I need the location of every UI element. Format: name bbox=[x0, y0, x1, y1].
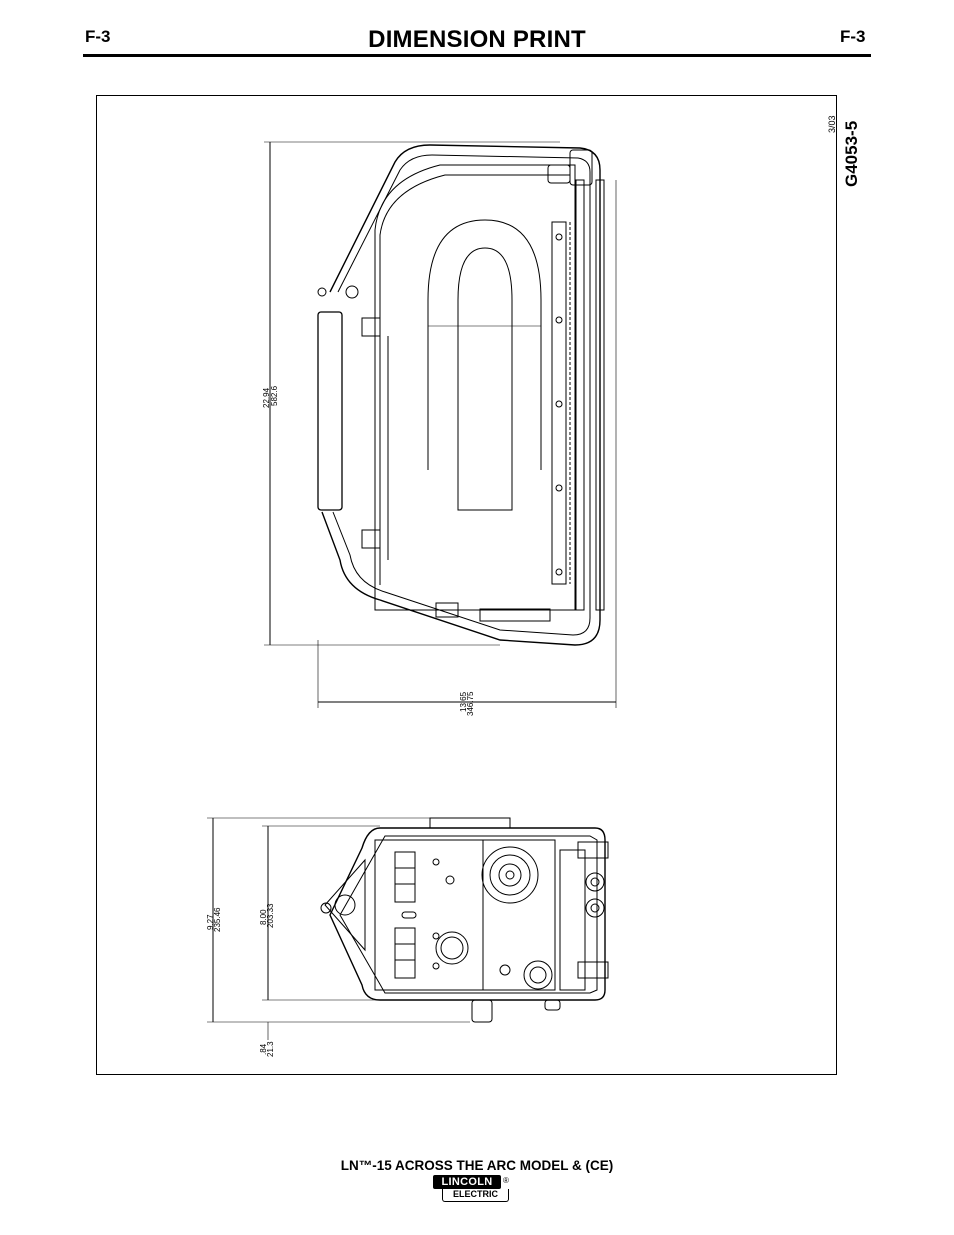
front-view bbox=[207, 817, 609, 1040]
page-code-left: F-3 bbox=[85, 27, 111, 46]
width-dim-mm: 346.75 bbox=[466, 691, 475, 716]
height-dim-in: 22.94 bbox=[262, 387, 271, 408]
page-code-right: F-3 bbox=[840, 27, 866, 46]
header-rule bbox=[83, 54, 871, 57]
depth-overall-mm: 235.46 bbox=[213, 907, 222, 932]
depth-body-mm: 203.33 bbox=[266, 903, 275, 928]
foot-dim-in: .84 bbox=[259, 1043, 268, 1055]
logo-top-text: LINCOLN bbox=[433, 1175, 501, 1189]
revision-date: 3/03 bbox=[827, 115, 837, 133]
page-title: DIMENSION PRINT bbox=[368, 26, 586, 53]
drawing-number: G4053-5 bbox=[842, 121, 861, 187]
drawing-frame bbox=[96, 95, 837, 1075]
width-dim-in: 13.65 bbox=[459, 691, 468, 712]
depth-overall-in: 9.27 bbox=[206, 914, 215, 930]
footer-model: LN™-15 ACROSS THE ARC MODEL & (CE) bbox=[340, 1158, 614, 1173]
logo-registered-mark: ® bbox=[503, 1176, 509, 1185]
side-view bbox=[264, 141, 617, 708]
height-dim-mm: 582.6 bbox=[270, 385, 279, 406]
lincoln-electric-logo: LINCOLN ELECTRIC ® bbox=[433, 1175, 513, 1205]
depth-body-in: 8.00 bbox=[259, 909, 268, 925]
foot-dim-mm: 21.3 bbox=[266, 1041, 275, 1057]
logo-bottom-text: ELECTRIC bbox=[442, 1189, 509, 1202]
